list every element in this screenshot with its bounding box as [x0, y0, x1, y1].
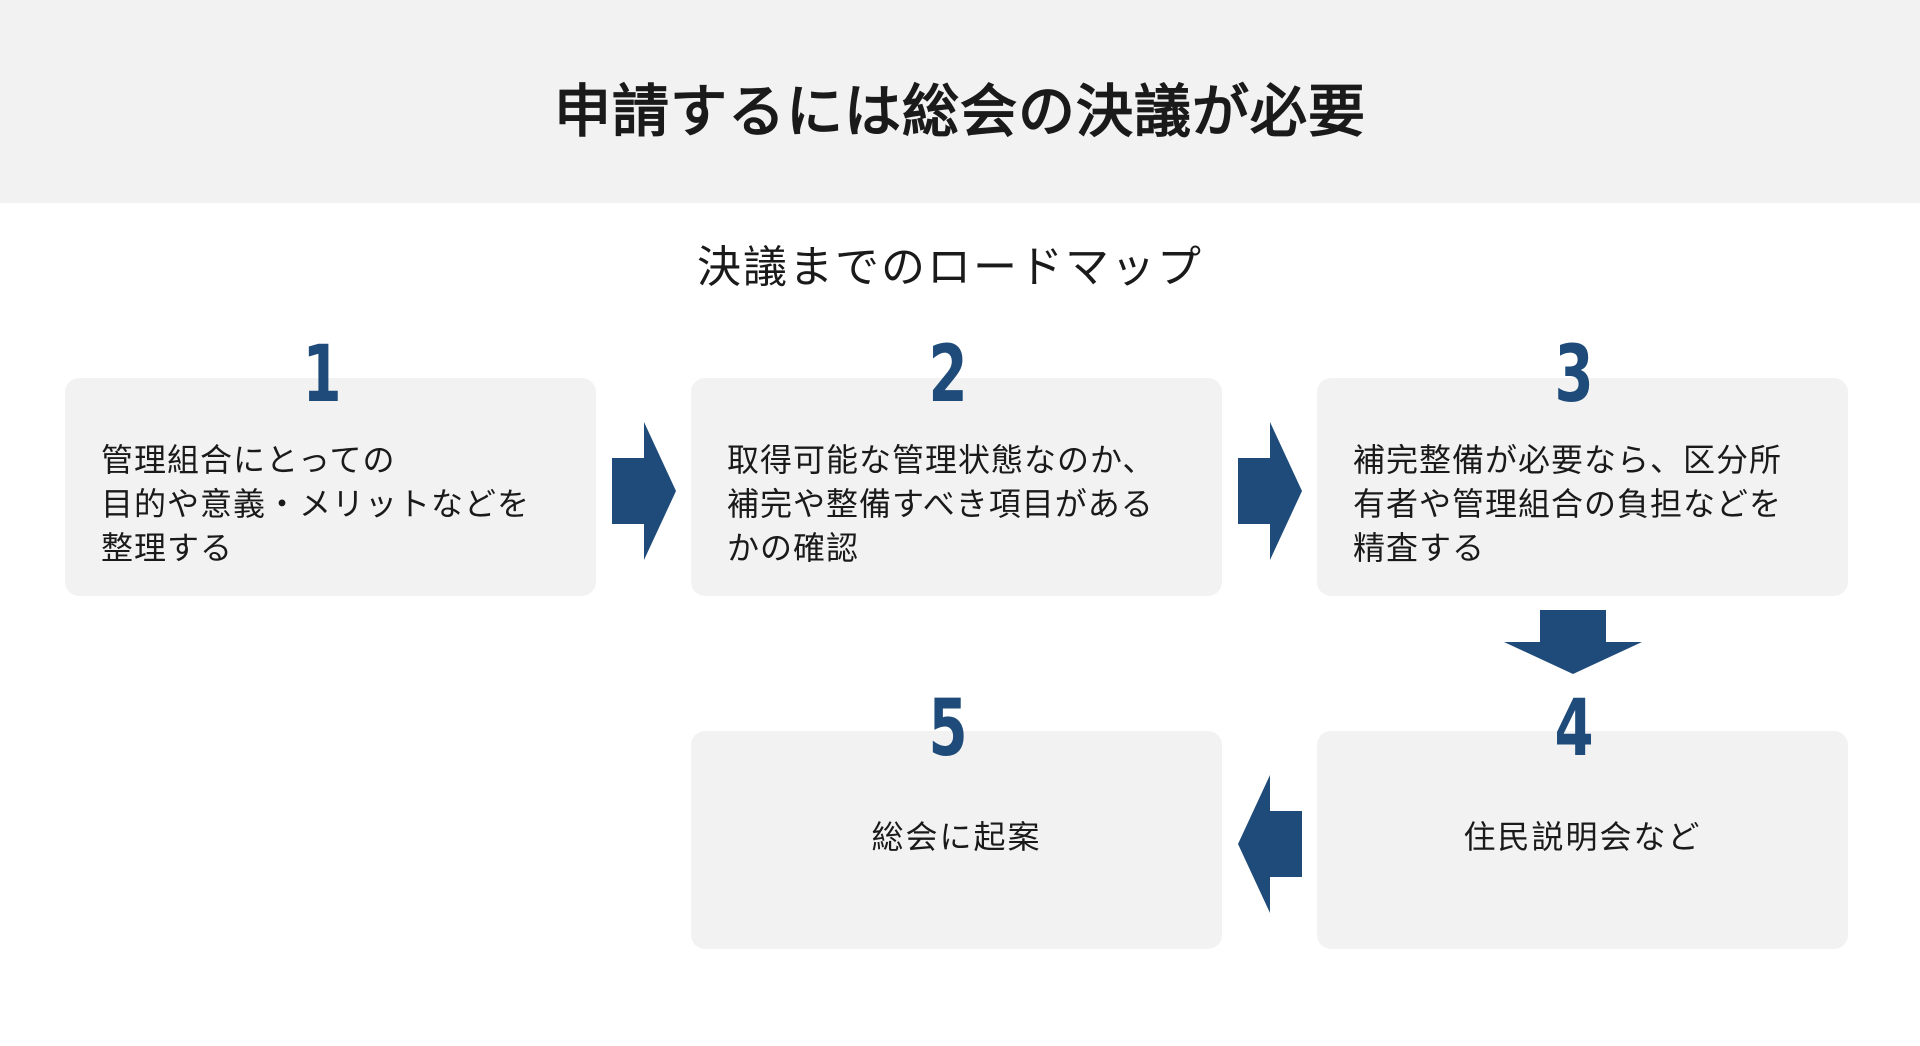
step-1-number: 1: [302, 330, 342, 420]
step-4-box: 住民説明会など: [1317, 731, 1848, 949]
step-3-number: 3: [1554, 330, 1594, 420]
step-4-text: 住民説明会など: [1463, 818, 1702, 856]
step-4-number: 4: [1554, 684, 1594, 774]
arrow-down-3-to-4: [1504, 610, 1642, 674]
step-2-box: 取得可能な管理状態なのか、 補完や整備すべき項目がある かの確認: [691, 378, 1222, 596]
step-5-number: 5: [928, 684, 968, 774]
step-1-box: 管理組合にとっての 目的や意義・メリットなどを 整理する: [65, 378, 596, 596]
roadmap-title: 決議までのロードマップ: [697, 242, 1203, 293]
step-5-box: 総会に起案: [691, 731, 1222, 949]
arrow-left-4-to-5: [1238, 775, 1302, 913]
arrow-right-2-to-3: [1238, 422, 1302, 560]
header-banner: 申請するには総会の決議が必要: [0, 0, 1920, 203]
step-3-box: 補完整備が必要なら、区分所 有者や管理組合の負担などを 精査する: [1317, 378, 1848, 596]
step-2-number: 2: [928, 330, 968, 420]
arrow-right-1-to-2: [612, 422, 676, 560]
step-5-text: 総会に起案: [871, 818, 1042, 856]
page-title: 申請するには総会の決議が必要: [554, 79, 1366, 145]
step-2-text: 取得可能な管理状態なのか、 補完や整備すべき項目がある かの確認: [727, 441, 1156, 567]
step-1-text: 管理組合にとっての 目的や意義・メリットなどを 整理する: [101, 441, 531, 567]
step-3-text: 補完整備が必要なら、区分所 有者や管理組合の負担などを 精査する: [1353, 441, 1783, 567]
